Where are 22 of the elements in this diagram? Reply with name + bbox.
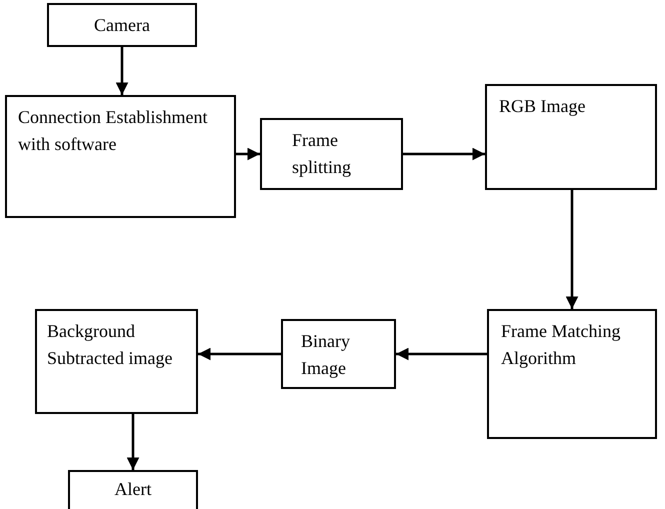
box-label: RGB Image [499, 95, 586, 118]
process-box [281, 319, 396, 389]
process-box [47, 3, 197, 47]
box-label: Binary Image [301, 330, 351, 380]
process-box [487, 309, 657, 439]
box-label: Connection Establishment with software [18, 106, 208, 156]
process-box [35, 309, 198, 414]
box-label: Frame splitting [292, 129, 352, 179]
arrow [236, 148, 260, 160]
arrow [396, 348, 487, 360]
box-label: Camera [93, 14, 151, 37]
box-label: Background Subtracted image [47, 320, 174, 370]
arrow [198, 348, 281, 360]
process-box [260, 118, 403, 190]
process-box [485, 84, 657, 190]
arrow [566, 190, 578, 309]
box-label: Alert [114, 478, 152, 501]
process-box [5, 95, 236, 218]
box-label: Frame Matching Algorithm [501, 320, 622, 370]
arrow [116, 47, 128, 95]
arrow [403, 148, 485, 160]
arrow [126, 414, 140, 470]
